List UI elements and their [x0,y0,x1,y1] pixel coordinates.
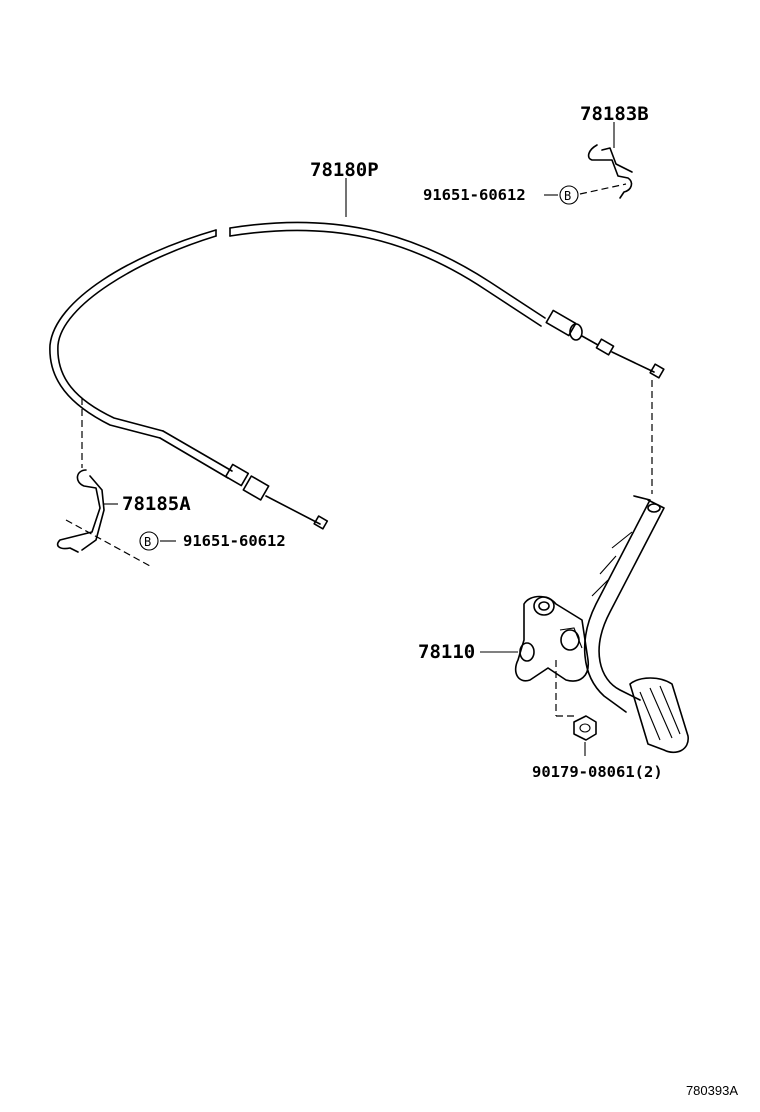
bolt-upper-marker: B [564,189,571,203]
nut-part-number: 90179-08061(2) [532,763,663,781]
bolt-marker-icon [559,185,579,205]
cable-part-number: 78180P [310,159,379,181]
upper-clamp [587,144,633,199]
upper-clamp-part-number: 78183B [580,103,649,125]
diagram-id: 780393A [685,1083,738,1098]
bolt-upper-part-number: 91651-60612 [423,186,526,204]
accelerator-pedal [514,495,689,754]
lower-clamp-part-number: 78185A [122,493,191,515]
lower-clamp [56,469,105,553]
bolt-lower-marker: B [144,535,151,549]
accelerator-cable [49,221,665,530]
bolt-lower-part-number: 91651-60612 [183,532,286,550]
bolt-marker-icon [139,531,159,551]
nut [573,715,597,741]
pedal-part-number: 78110 [418,641,475,663]
